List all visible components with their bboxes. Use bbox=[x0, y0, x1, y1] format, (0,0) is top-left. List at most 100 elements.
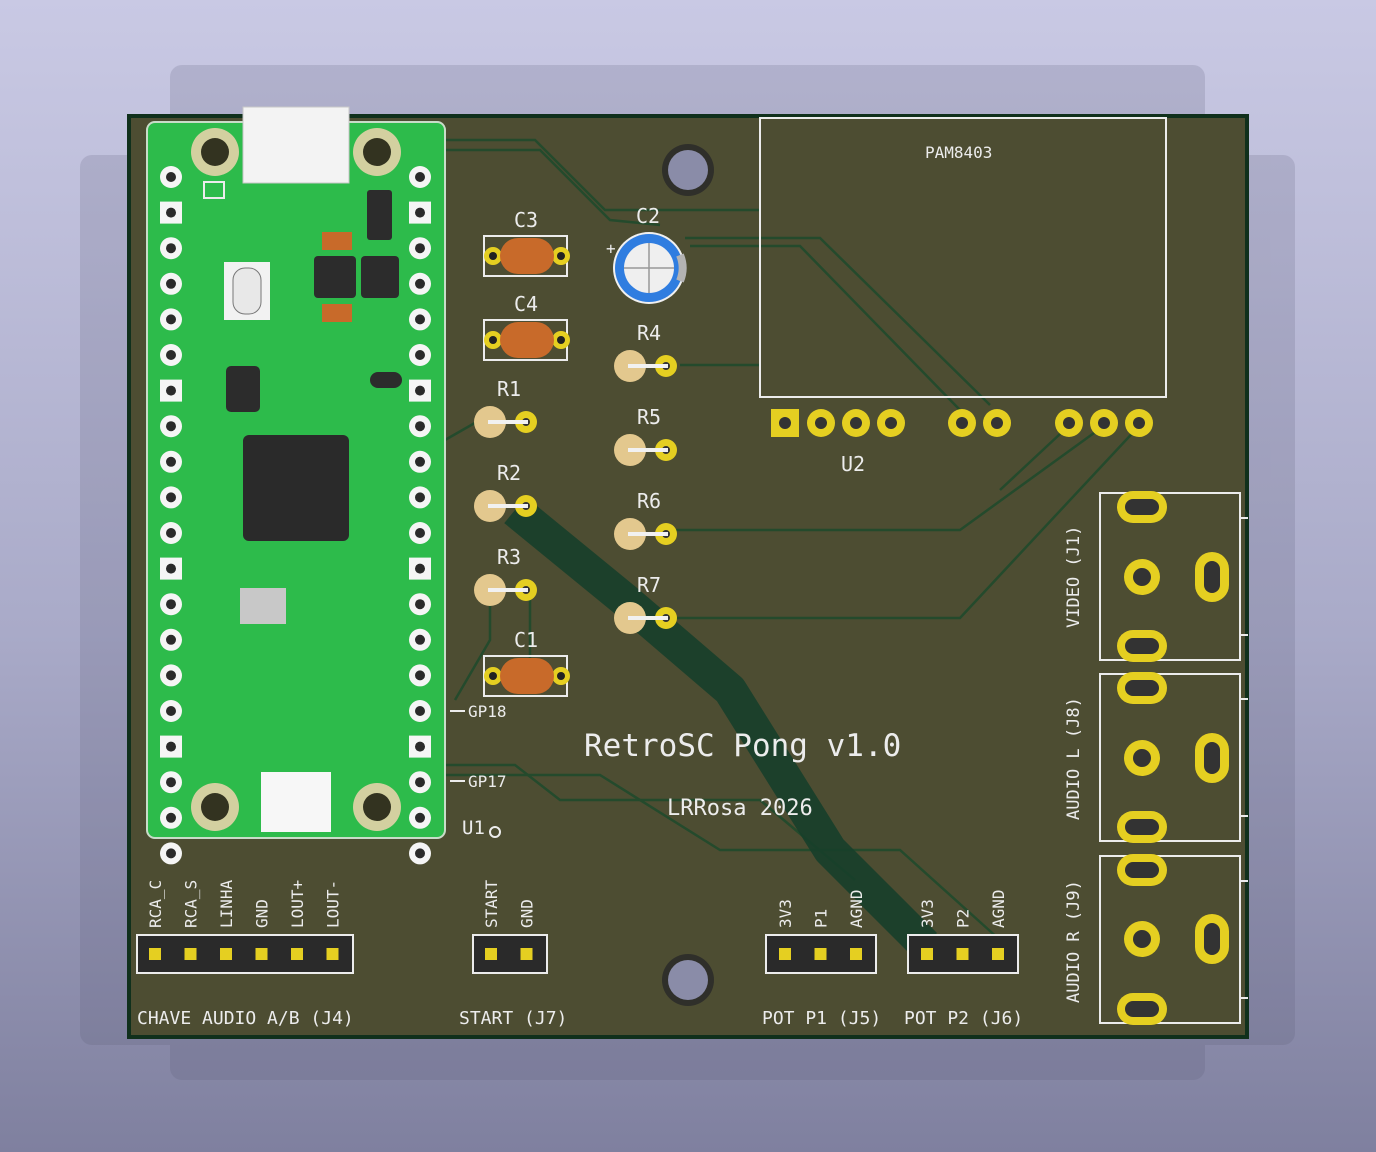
pico-pin bbox=[160, 450, 182, 473]
jack-label: AUDIO R (J9) bbox=[1064, 880, 1084, 1003]
rca-jack-j8: AUDIO L (J8) bbox=[1064, 672, 1248, 843]
pico-pin bbox=[409, 486, 431, 509]
jack-label: AUDIO L (J8) bbox=[1064, 697, 1084, 820]
module-ref: U2 bbox=[841, 452, 865, 476]
pico-pin bbox=[160, 379, 182, 402]
pico-pins bbox=[160, 166, 431, 865]
pico-pin bbox=[160, 237, 182, 260]
usb-connector bbox=[242, 106, 350, 184]
pico-pin bbox=[160, 771, 182, 794]
board-title: RetroSC Pong v1.0 bbox=[584, 728, 901, 764]
header-pin-label: LINHA bbox=[217, 879, 236, 928]
header-pin bbox=[220, 948, 232, 960]
resistor-r3: R3 bbox=[474, 545, 537, 606]
debug-connector bbox=[261, 772, 331, 832]
capacitor-c3: C3 bbox=[483, 208, 570, 277]
pico-pin bbox=[409, 237, 431, 260]
pico-silkscreen: GP18 GP17 U1 bbox=[450, 702, 507, 839]
pico-pin bbox=[409, 166, 431, 188]
header-pin bbox=[255, 948, 268, 960]
pico-pin bbox=[160, 700, 182, 722]
pico-pin bbox=[160, 201, 182, 224]
pico-pin bbox=[160, 308, 182, 331]
mounting-holes bbox=[662, 144, 714, 1006]
board-author: LRRosa 2026 bbox=[667, 796, 813, 821]
pico-ref-u1: U1 bbox=[462, 817, 485, 839]
resistor-r6: R6 bbox=[614, 489, 677, 550]
amplifier-pad bbox=[877, 409, 905, 437]
header-pin-label: RCA_S bbox=[182, 880, 201, 928]
capacitor-label: C1 bbox=[514, 628, 538, 652]
pin-label-gp18: GP18 bbox=[468, 702, 507, 721]
pico-pin bbox=[160, 166, 182, 188]
pico-pin bbox=[409, 735, 431, 758]
header-pin bbox=[520, 948, 533, 960]
header-pin-label: 3V3 bbox=[918, 899, 937, 928]
amplifier-pad bbox=[948, 409, 976, 437]
header-title: CHAVE AUDIO A/B (J4) bbox=[137, 1008, 354, 1029]
pico-pin bbox=[409, 700, 431, 722]
jack-label: VIDEO (J1) bbox=[1064, 526, 1084, 628]
header-pin-label: 3V3 bbox=[776, 899, 795, 928]
pico-pin bbox=[160, 522, 182, 544]
amplifier-pad bbox=[1090, 409, 1118, 437]
copper-traces bbox=[444, 138, 1141, 941]
header-pin bbox=[326, 948, 339, 960]
pico-pin bbox=[409, 806, 431, 829]
header-pin bbox=[921, 948, 933, 960]
amplifier-pad bbox=[983, 409, 1011, 437]
resistor-r1: R1 bbox=[474, 377, 537, 438]
header-pin bbox=[850, 948, 862, 960]
resistor-label: R7 bbox=[637, 573, 661, 597]
capacitor-label: C4 bbox=[514, 292, 538, 316]
rca-jack-j1: VIDEO (J1) bbox=[1064, 491, 1248, 662]
wide-ground-trace bbox=[504, 496, 938, 958]
resistor-label: R5 bbox=[637, 405, 661, 429]
resistor-r4: R4 bbox=[614, 321, 677, 382]
header-pin bbox=[779, 948, 791, 960]
header-pin-label: AGND bbox=[847, 889, 866, 928]
pico-pin bbox=[160, 415, 182, 438]
header-pin-label: GND bbox=[518, 899, 537, 928]
header-pin-label: LOUT+ bbox=[288, 880, 307, 928]
header-pin bbox=[485, 948, 497, 960]
header-pin-label: GND bbox=[253, 899, 272, 928]
header-pin-label: RCA_C bbox=[146, 880, 165, 928]
pico-pin bbox=[409, 272, 431, 295]
header-pin bbox=[992, 948, 1004, 960]
header-pin bbox=[149, 948, 161, 960]
rca-jack-j9: AUDIO R (J9) bbox=[1064, 854, 1248, 1025]
pico-pin bbox=[160, 486, 182, 509]
svg-text:+: + bbox=[606, 239, 616, 258]
pico-pin bbox=[160, 593, 182, 616]
pico-pin bbox=[409, 450, 431, 473]
header-pin-label: P2 bbox=[954, 909, 973, 928]
header-pin-label: START bbox=[482, 879, 501, 928]
amplifier-module-u2: PAM8403 U2 bbox=[759, 117, 1167, 476]
header-pins: RCA_C RCA_S LINHA GND LOUT+ LOUT- START GND 3V3 P… bbox=[146, 879, 1008, 960]
resistor-label: R1 bbox=[497, 377, 521, 401]
pico-pin bbox=[160, 735, 182, 758]
pico-pin bbox=[409, 771, 431, 794]
capacitor-label: C2 bbox=[636, 204, 660, 228]
resistor-label: R6 bbox=[637, 489, 661, 513]
amplifier-pad bbox=[1055, 409, 1083, 437]
header-pin-label: P1 bbox=[812, 909, 831, 928]
capacitor-c1: C1 bbox=[483, 628, 570, 697]
amplifier-pads bbox=[807, 409, 1153, 437]
pico-pin bbox=[409, 557, 431, 580]
module-label: PAM8403 bbox=[925, 143, 992, 162]
header-pin-label: AGND bbox=[989, 889, 1008, 928]
header-pin-label: LOUT- bbox=[324, 880, 343, 928]
capacitor-c4: C4 bbox=[483, 292, 570, 361]
pico-pin bbox=[160, 344, 182, 366]
header-title: POT P1 (J5) bbox=[762, 1008, 881, 1029]
pico-pin bbox=[160, 557, 182, 580]
pin-label-gp17: GP17 bbox=[468, 772, 507, 791]
pico-pin bbox=[409, 842, 431, 865]
resistor-label: R2 bbox=[497, 461, 521, 485]
pico-pin bbox=[160, 842, 182, 865]
rp2040-chip bbox=[243, 435, 349, 541]
resistor-r2: R2 bbox=[474, 461, 537, 522]
pico-module bbox=[146, 106, 446, 839]
